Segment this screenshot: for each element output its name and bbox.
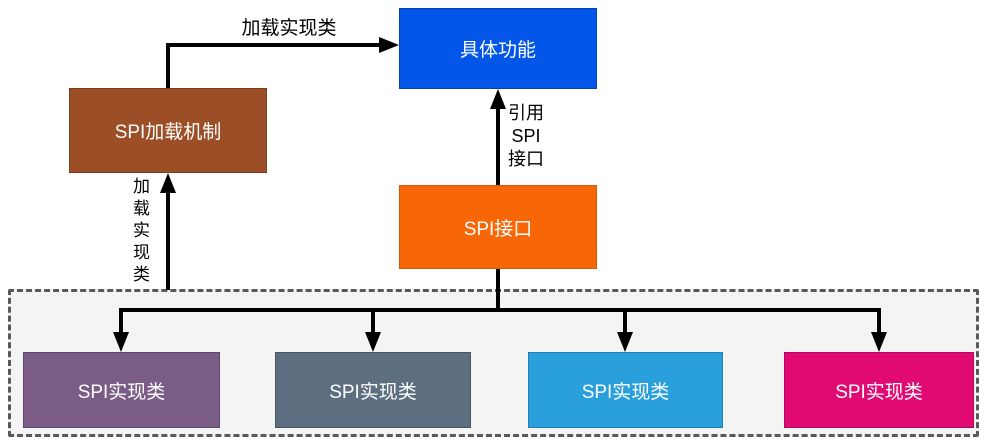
node-spi-loader: SPI加载机制 <box>69 88 267 173</box>
edge-label-reference-spi-interface: 引用 SPI 接口 <box>498 102 554 171</box>
edge-label-reference-line-2: SPI <box>511 126 541 146</box>
edge-label-load-implementation-left: 加载实现类 <box>130 177 149 287</box>
node-concrete-function-label: 具体功能 <box>459 40 536 61</box>
node-spi-loader-label: SPI加载机制 <box>114 122 222 143</box>
edge-loader-to-concrete <box>166 37 399 88</box>
node-spi-impl-1-label: SPI实现类 <box>77 381 166 403</box>
node-spi-interface: SPI接口 <box>399 185 597 269</box>
node-spi-interface-label: SPI接口 <box>463 218 533 240</box>
node-spi-impl-4-label: SPI实现类 <box>835 381 923 403</box>
node-spi-impl-1: SPI实现类 <box>23 352 220 428</box>
node-concrete-function: 具体功能 <box>399 8 597 89</box>
node-spi-impl-2: SPI实现类 <box>275 352 471 428</box>
node-spi-impl-2-label: SPI实现类 <box>329 381 417 403</box>
edge-container-to-loader <box>160 173 176 290</box>
edge-label-reference-line-3: 接口 <box>508 149 544 169</box>
node-spi-impl-4: SPI实现类 <box>784 352 974 428</box>
edge-label-reference-line-1: 引用 <box>508 103 544 123</box>
node-spi-impl-3: SPI实现类 <box>528 352 723 428</box>
node-spi-impl-3-label: SPI实现类 <box>581 381 670 403</box>
edge-label-load-implementation-top: 加载实现类 <box>241 18 337 39</box>
